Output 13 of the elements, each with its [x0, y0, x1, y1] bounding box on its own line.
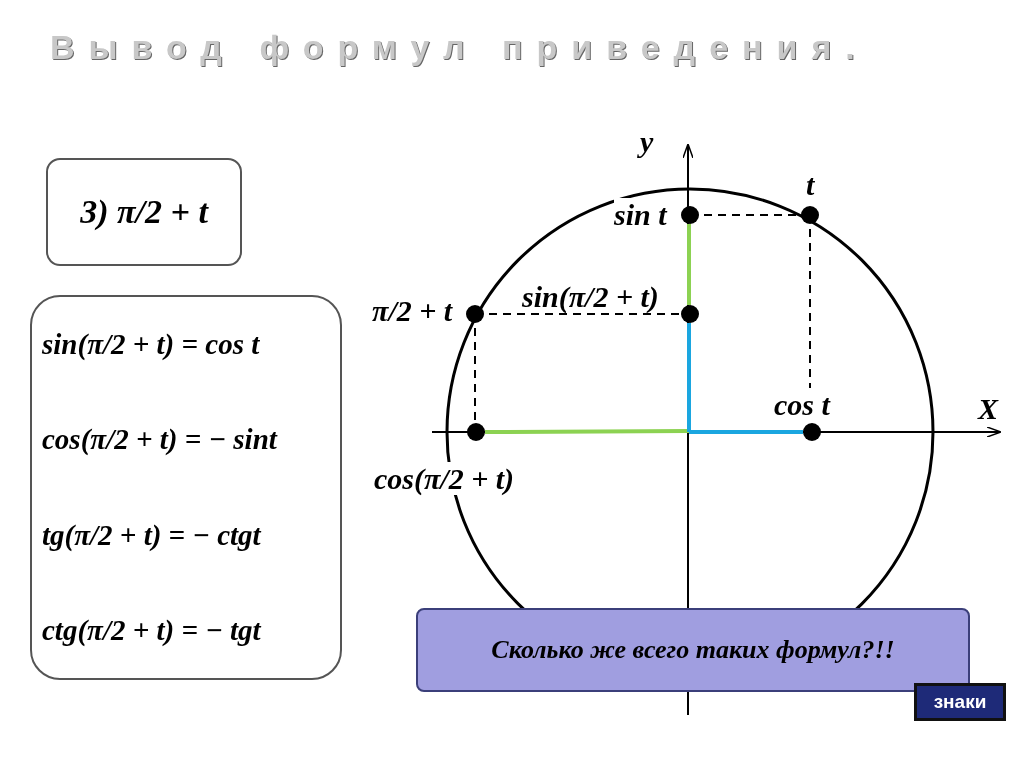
- formula-text: ctg(π/2 + t) = − tgt: [42, 613, 263, 647]
- formula-panel: [30, 295, 342, 680]
- point-label: cos(π/2 + t): [374, 462, 515, 495]
- formula-text: sin(π/2 + t) = cos t: [42, 328, 261, 362]
- signs-button: знаки: [914, 683, 1006, 721]
- formula-box: [46, 158, 242, 266]
- question-banner: [416, 608, 970, 692]
- formula-text: 3) π/2 + t: [80, 193, 208, 231]
- point-label: cos t: [774, 388, 830, 421]
- slide-title: Вывод формул приведения.: [50, 28, 869, 67]
- formula-text: cos(π/2 + t) = − sint: [42, 423, 279, 457]
- formula-text: tg(π/2 + t) = − ctgt: [42, 518, 263, 552]
- question-text: Сколько же всего таких формул?!!: [491, 635, 895, 665]
